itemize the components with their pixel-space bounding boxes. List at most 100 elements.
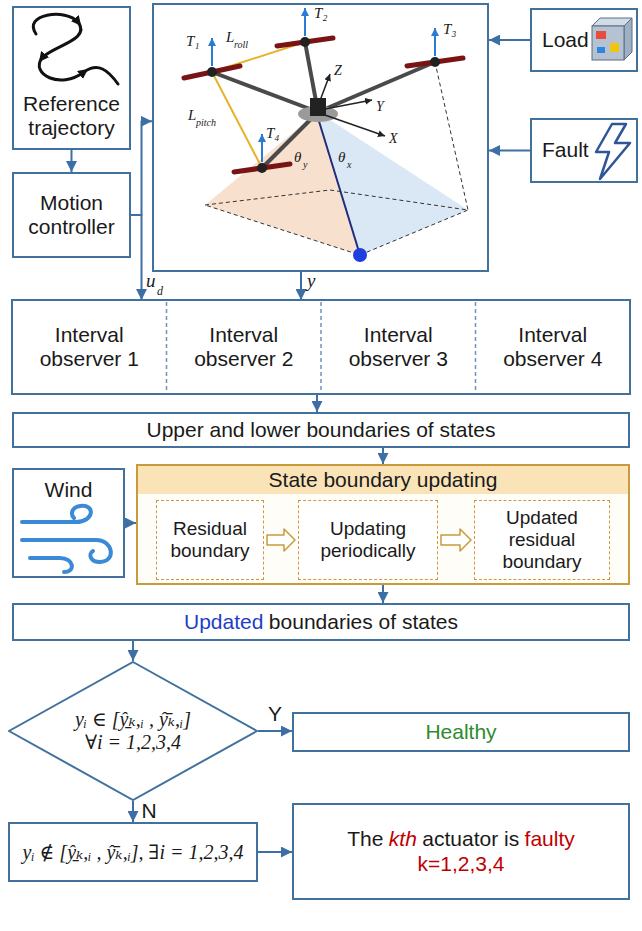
node-text: Interval observer 1 [18, 323, 161, 371]
input-box: Reference trajectory [12, 6, 131, 150]
node-text: k=1,2,3,4 [418, 852, 505, 876]
figure-label: T₃ [443, 22, 457, 37]
connector-arrow [71, 150, 73, 172]
thrust-arrow [434, 28, 436, 56]
process-box: Motion controller [12, 172, 131, 258]
step-box: Updating periodically [298, 500, 438, 580]
rotor-hub [257, 163, 267, 173]
node-text: Healthy [425, 720, 496, 744]
load-icon [596, 31, 606, 39]
propeller [277, 38, 333, 46]
node-text: yᵢ ∉ [ŷ̱ₖ,ᵢ , ŷ̄ₖ,ᵢ], ∃i = 1,2,3,4 [23, 841, 244, 864]
figure-label: pitch [196, 118, 216, 128]
result-box: Thekthactuator isfaultyk=1,2,3,4 [292, 803, 630, 900]
figure-label: y [303, 160, 307, 170]
block-arrow [267, 529, 295, 551]
thrust-arrow [261, 134, 263, 162]
connector-arrow [125, 522, 136, 524]
connector-arrow [489, 39, 530, 41]
propeller [407, 58, 463, 66]
condition-box: yᵢ ∉ [ŷ̱ₖ,ᵢ , ŷ̄ₖ,ᵢ], ∃i = 1,2,3,4 [8, 822, 258, 882]
connector-arrow [131, 121, 152, 215]
figure-label: T₂ [314, 6, 328, 21]
observer-cell: Interval observer 3 [321, 300, 476, 394]
node-text: Load [542, 28, 589, 52]
figure-label: θ [338, 150, 345, 165]
step-box: Residual boundary [156, 500, 264, 580]
figure-label: L [188, 108, 196, 123]
node-text: Residual boundary [161, 518, 259, 562]
x-axis [322, 114, 385, 136]
connector-arrow [132, 641, 134, 661]
connector-arrow [382, 448, 384, 464]
node-text: yᵢ ∈ [ŷ̱ₖ,ᵢ , ŷ̄ₖ,ᵢ] [75, 708, 191, 731]
signal-name: y [307, 271, 315, 290]
pitch-plane [318, 112, 468, 255]
suspended-load [353, 248, 367, 262]
rotor-hub [207, 67, 217, 77]
connector-arrow [300, 272, 302, 300]
dashed-divider [320, 302, 322, 392]
rotor-hub [300, 37, 310, 47]
lightning-icon [596, 124, 630, 179]
process-box: Updatedboundaries of states [12, 603, 630, 641]
connector-arrow [131, 215, 142, 300]
step-box: Updated residual boundary [474, 500, 610, 580]
process-box: Upper and lower boundaries of states [12, 412, 630, 448]
result-box: Healthy [292, 712, 630, 752]
load-icon [624, 18, 632, 60]
node-text: Interval observer 4 [482, 323, 625, 371]
connector-arrow [132, 801, 134, 822]
load-icon [592, 26, 624, 60]
edge-label: Y [266, 703, 284, 724]
connector-arrow [489, 150, 530, 152]
disturbance-box: Wind [12, 468, 125, 578]
signal-name: u [146, 271, 156, 290]
y-axis [320, 100, 372, 110]
node-text: faulty [525, 827, 575, 851]
figure-label: θ [294, 150, 301, 165]
node-text: Fault [542, 138, 589, 162]
wind-icon [30, 558, 72, 572]
node-text: boundaries of states [269, 610, 458, 634]
dashed-divider [166, 302, 168, 392]
figure-label: T₁ [186, 34, 200, 49]
dashed-pyramid [205, 190, 468, 255]
observer-cell: Interval observer 1 [12, 300, 167, 394]
node-text: Updated [184, 610, 263, 634]
observer-band [12, 300, 630, 394]
observer-cell: Interval observer 2 [167, 300, 322, 394]
node-text: Motion controller [20, 191, 123, 239]
figure-label: T₄ [266, 126, 280, 141]
connector-arrow [382, 585, 384, 603]
quadrotor-figure: T₁T₂T₃T₄LrollLpitchZYXθyθx [152, 3, 489, 272]
drone-arm [212, 72, 318, 112]
text-line: k=1,2,3,4 [415, 852, 507, 876]
node-text: ∀i = 1,2,3,4 [85, 731, 181, 754]
dashed-pyramid-edge [435, 62, 468, 210]
node-text: Updated residual boundary [479, 507, 605, 573]
disturbance-box: Fault [530, 118, 638, 183]
drone-body [310, 98, 326, 116]
figure-label: Z [334, 64, 342, 78]
thrust-arrow [211, 38, 213, 66]
diamond-shape [9, 662, 257, 800]
figure-label: roll [234, 40, 248, 50]
node-text: Reference trajectory [18, 92, 125, 140]
node-text: Interval observer 2 [173, 323, 316, 371]
text-line: Thekthactuator isfaulty [344, 827, 577, 851]
node-text: State boundary updating [269, 468, 498, 492]
node-text: kth [389, 827, 417, 851]
wind-icon [22, 506, 91, 522]
disturbance-box: Load [530, 8, 638, 72]
dashed-divider [475, 302, 477, 392]
connector-arrow [316, 394, 318, 412]
edge-label: N [139, 799, 158, 820]
load-icon [610, 43, 619, 52]
node-text: Upper and lower boundaries of states [146, 418, 495, 442]
decision-diamond: yᵢ ∈ [ŷ̱ₖ,ᵢ , ŷ̄ₖ,ᵢ]∀i = 1,2,3,4 [8, 661, 258, 801]
update-panel: Residual boundary Updating periodically Up… [136, 464, 630, 585]
figure-label: Y [376, 100, 384, 114]
